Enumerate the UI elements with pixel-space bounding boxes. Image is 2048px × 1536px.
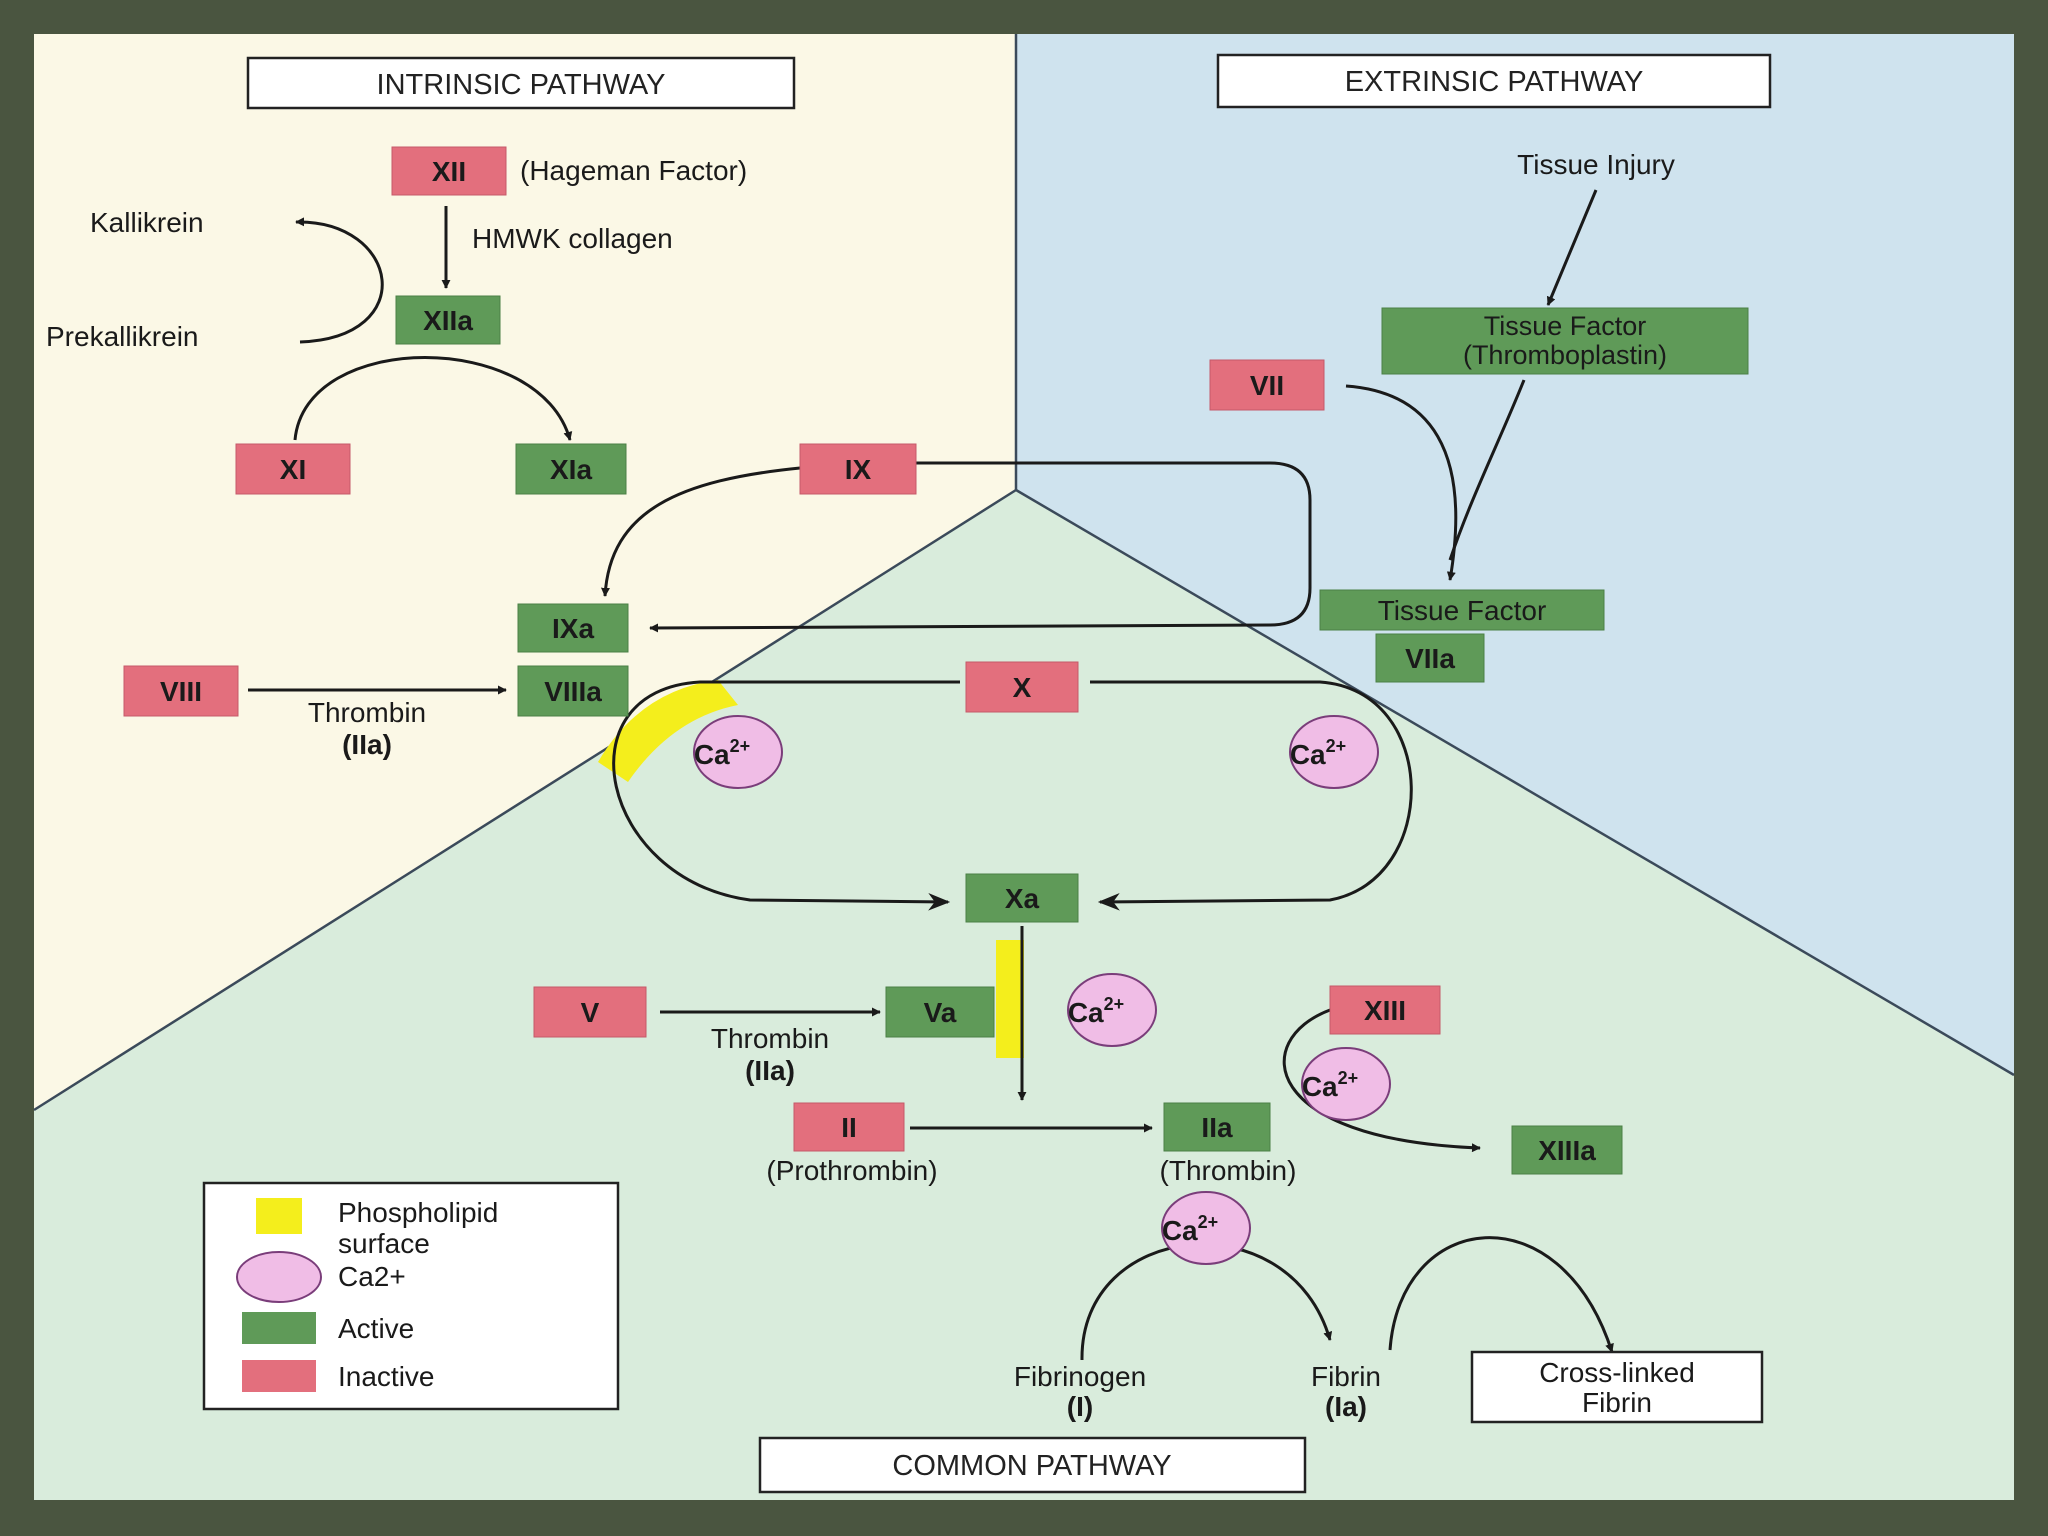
factor-xii: XII <box>432 156 466 187</box>
factor-boxes: XII XIIa XI XIa IX IXa VIII VIIIa VII Ti… <box>123 146 1749 1175</box>
fibrinogen-label: Fibrinogen <box>1014 1361 1146 1392</box>
calcium-ion-1: Ca2+ <box>693 715 783 789</box>
arrow-injury-tf <box>1546 189 1598 306</box>
intrinsic-pathway-title: INTRINSIC PATHWAY <box>377 69 666 101</box>
divider-left <box>33 488 1017 1112</box>
calcium-ion-2: Ca2+ <box>1289 715 1379 789</box>
factor-x: X <box>1013 672 1032 703</box>
factor-xia: XIa <box>550 454 592 485</box>
prothrombin-label: (Prothrombin) <box>766 1155 937 1186</box>
thromboplastin-label: (Thromboplastin) <box>1463 340 1667 370</box>
legend-inactive-label: Inactive <box>338 1361 435 1392</box>
fibrinogen-number: (I) <box>1067 1391 1093 1422</box>
arrow-ix-ixa <box>600 466 801 597</box>
arrow-kallikrein <box>295 217 384 344</box>
factor-xiia: XIIa <box>423 305 473 336</box>
crosslinked-fibrin-box: Cross-linked Fibrin <box>1470 1350 1764 1424</box>
factor-ixa: IXa <box>552 613 594 644</box>
legend-active-label: Active <box>338 1313 414 1344</box>
legend: Phospholipid surface Ca2+ Active Inactiv… <box>202 1181 620 1411</box>
factor-iia: IIa <box>1201 1112 1233 1143</box>
legend-calcium-swatch <box>236 1251 322 1303</box>
section-headers: INTRINSIC PATHWAY EXTRINSIC PATHWAY COMM… <box>246 53 1772 1494</box>
iia-label-2: (IIa) <box>745 1055 795 1086</box>
kallikrein-label: Kallikrein <box>90 207 204 238</box>
iia-label-1: (IIa) <box>342 729 392 760</box>
thrombin-label-2: Thrombin <box>711 1023 829 1054</box>
phospholipid-surfaces <box>598 680 1024 1058</box>
factor-xi: XI <box>280 454 306 485</box>
svg-text:Ca2+: Ca2+ <box>694 736 750 770</box>
factor-v: V <box>581 997 600 1028</box>
crosslinked-label-2: Fibrin <box>1582 1387 1652 1418</box>
factor-viii: VIII <box>160 676 202 707</box>
fibrin-label: Fibrin <box>1311 1361 1381 1392</box>
factor-va: Va <box>924 997 957 1028</box>
thrombin-label-1: Thrombin <box>308 697 426 728</box>
phospholipid-surface-xa <box>996 940 1024 1058</box>
prekallikrein-label: Prekallikrein <box>46 321 199 352</box>
calcium-ion-5: Ca2+ <box>1161 1191 1251 1265</box>
factor-ii: II <box>841 1112 857 1143</box>
arrows <box>248 189 1614 1361</box>
hageman-factor-label: (Hageman Factor) <box>520 155 747 186</box>
arrow-fibrin-crosslinked <box>1388 1236 1614 1353</box>
factor-xa: Xa <box>1005 883 1040 914</box>
svg-text:Ca2+: Ca2+ <box>1068 994 1124 1028</box>
legend-phospholipid-swatch <box>256 1198 302 1234</box>
factor-viia: VIIa <box>1405 643 1455 674</box>
fibrin-number: (Ia) <box>1325 1391 1367 1422</box>
calcium-ion-4: Ca2+ <box>1301 1047 1391 1121</box>
extrinsic-region <box>1016 34 2014 1075</box>
phospholipid-surface-viiia <box>598 680 738 782</box>
arrow-ix-loop-ixa <box>649 461 1312 633</box>
tissue-factor-complex: Tissue Factor <box>1378 595 1547 626</box>
text-labels: (Hageman Factor) HMWK collagen Kallikrei… <box>46 149 1675 1422</box>
legend-phospholipid-label-1: Phospholipid <box>338 1197 498 1228</box>
tissue-injury-label: Tissue Injury <box>1517 149 1675 180</box>
legend-calcium-label: Ca2+ <box>338 1261 406 1292</box>
svg-text:Ca2+: Ca2+ <box>1302 1068 1358 1102</box>
legend-active-swatch <box>242 1312 316 1344</box>
calcium-ion-3: Ca2+ <box>1067 973 1157 1047</box>
hmwk-collagen-label: HMWK collagen <box>472 223 673 254</box>
arrow-xiii-xiiia <box>1282 1008 1481 1153</box>
factor-ix: IX <box>845 454 872 485</box>
svg-text:Ca2+: Ca2+ <box>1162 1212 1218 1246</box>
factor-xiii: XIII <box>1364 995 1406 1026</box>
thrombin-label-3: (Thrombin) <box>1160 1155 1297 1186</box>
crosslinked-label-1: Cross-linked <box>1539 1357 1695 1388</box>
factor-xiiia: XIIIa <box>1538 1135 1596 1166</box>
arrow-tf-down <box>1448 379 1526 561</box>
divider-right <box>1015 488 2015 1077</box>
calcium-ions: Ca2+ Ca2+ Ca2+ Ca2+ Ca2+ <box>693 715 1391 1265</box>
tissue-factor-label: Tissue Factor <box>1484 311 1647 341</box>
legend-inactive-swatch <box>242 1360 316 1392</box>
extrinsic-pathway-title: EXTRINSIC PATHWAY <box>1345 66 1644 98</box>
arrow-x-xa-right <box>1090 680 1413 911</box>
factor-vii: VII <box>1250 370 1284 401</box>
svg-text:Ca2+: Ca2+ <box>1290 736 1346 770</box>
arrow-xi-xia <box>293 356 573 441</box>
arrow-x-xa-left <box>612 680 960 911</box>
legend-phospholipid-label-2: surface <box>338 1228 430 1259</box>
arrow-vii-viia <box>1345 384 1458 581</box>
factor-viiia: VIIIa <box>544 676 602 707</box>
common-pathway-title: COMMON PATHWAY <box>892 1450 1171 1482</box>
